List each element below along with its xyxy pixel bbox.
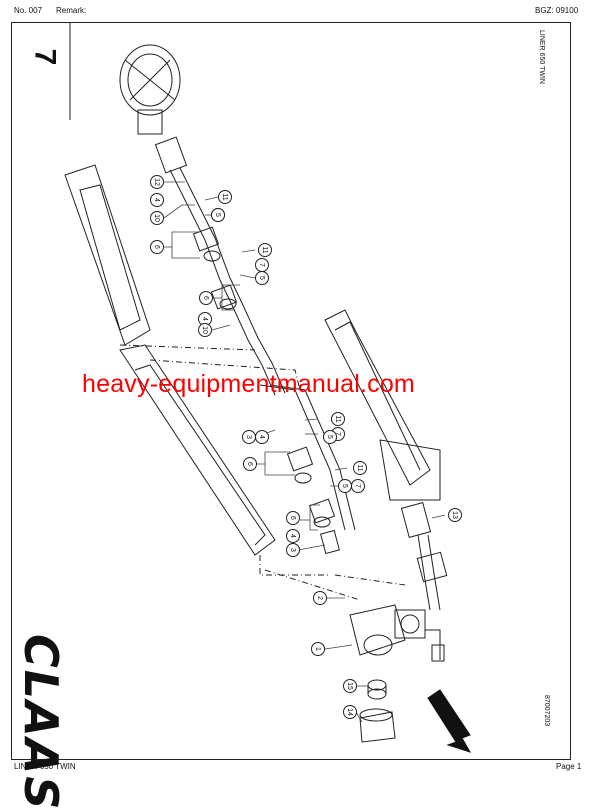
callout-11: 11 (353, 461, 367, 475)
callout-3: 3 (286, 543, 300, 557)
callout-7: 7 (255, 258, 269, 272)
callout-11: 11 (258, 243, 272, 257)
middle-drive-shaft (259, 384, 356, 555)
direction-arrow (427, 689, 472, 753)
callout-6: 6 (199, 291, 213, 305)
angle-gearbox (349, 604, 445, 662)
footer-model: LINER 650 TWIN (14, 762, 76, 771)
callout-13: 13 (448, 508, 462, 522)
callout-10: 10 (150, 211, 164, 225)
callout-6: 6 (243, 457, 257, 471)
callout-10: 10 (198, 323, 212, 337)
remark-label: Remark: (56, 6, 87, 15)
callout-4: 4 (286, 529, 300, 543)
left-boom-arm (64, 164, 276, 556)
callout-4: 4 (255, 430, 269, 444)
callout-5: 5 (338, 479, 352, 493)
exploded-parts-drawing (64, 22, 472, 753)
callout-1: 1 (311, 642, 325, 656)
callout-15: 15 (343, 679, 357, 693)
callout-6: 6 (286, 511, 300, 525)
callout-5: 5 (255, 271, 269, 285)
callout-4: 4 (150, 193, 164, 207)
coupling-sleeve (359, 708, 396, 743)
bgz-code: BGZ: 09100 (535, 6, 579, 15)
drawing-frame (11, 22, 571, 760)
spacer-ring (367, 679, 387, 700)
model-vertical-label: LINER 650 TWIN (538, 30, 545, 84)
callout-12: 12 (150, 175, 164, 189)
right-boom-arm (324, 309, 441, 501)
claas-logo: CLAAS (14, 634, 68, 811)
sheet-number: 7 (28, 48, 62, 66)
assembly-center-lines (119, 344, 406, 601)
callout-11: 11 (218, 190, 232, 204)
callout-7: 7 (351, 479, 365, 493)
rotor-wheel-top (119, 44, 181, 135)
callout-5: 5 (211, 208, 225, 222)
document-number: No. 007 (14, 6, 43, 15)
drawing-number: 87007203 (543, 695, 550, 727)
callout-5: 5 (323, 430, 337, 444)
callout-6: 6 (150, 240, 164, 254)
right-drive-shaft (400, 502, 448, 611)
callout-3: 3 (242, 430, 256, 444)
callout-14: 14 (343, 705, 357, 719)
callout-11: 11 (331, 412, 345, 426)
upper-drive-shaft (154, 136, 286, 396)
watermark-text: heavy-equipmentmanual.com (82, 370, 415, 398)
callout-2: 2 (313, 591, 327, 605)
footer-page: Page 1 (556, 762, 582, 771)
